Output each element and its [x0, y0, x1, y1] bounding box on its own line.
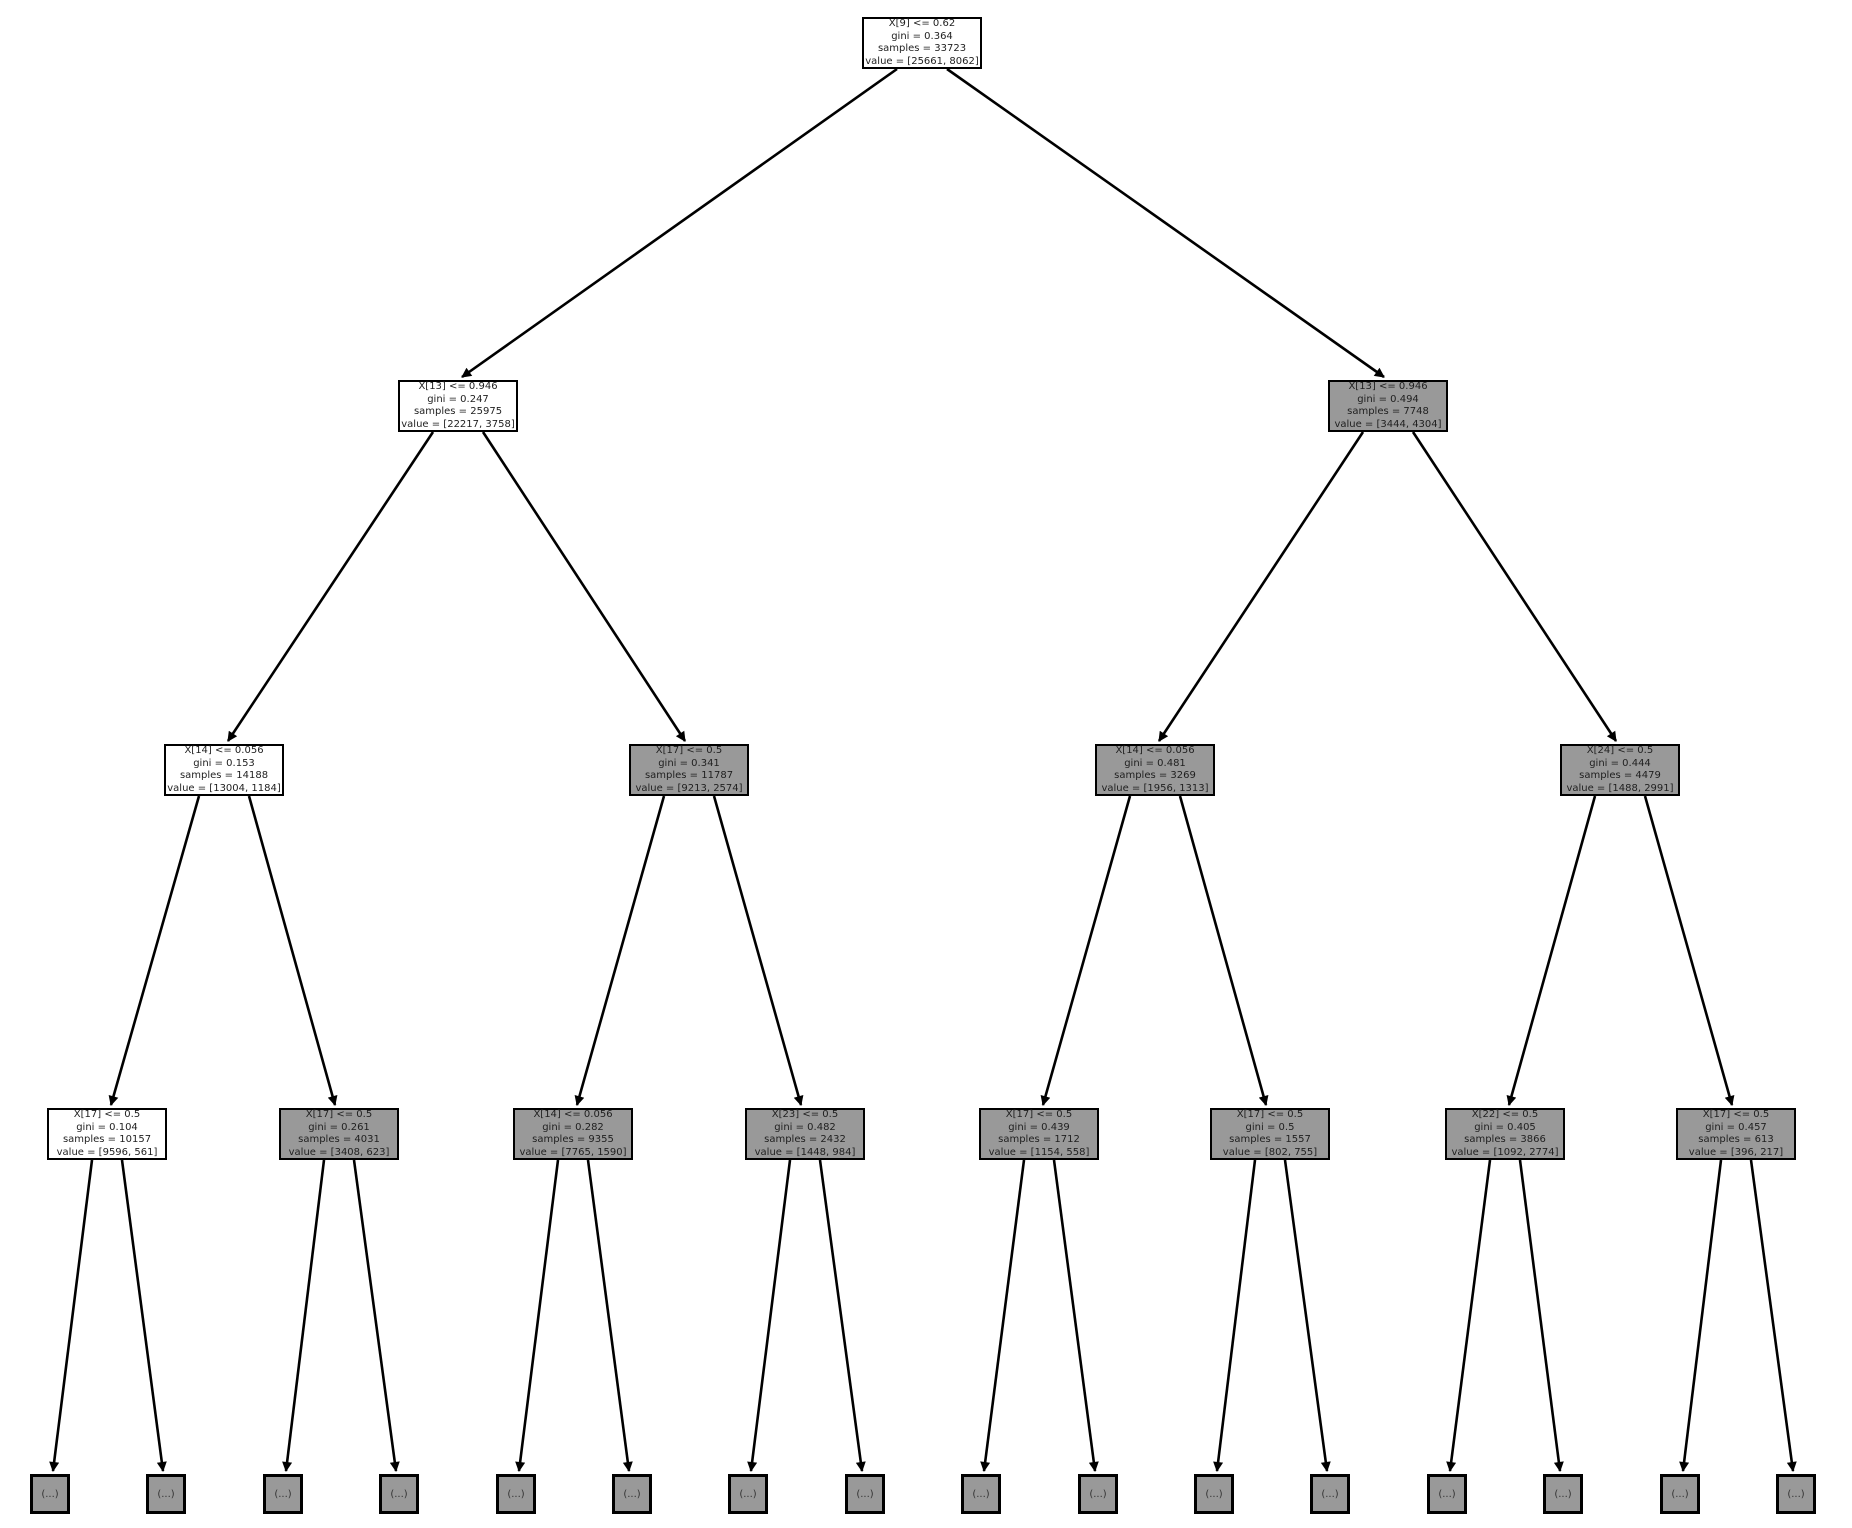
node-samples: samples = 7748 [1347, 406, 1429, 417]
node-samples: samples = 1557 [1229, 1134, 1311, 1145]
tree-node-d2-2: X[14] <= 0.056 gini = 0.481 samples = 32… [1095, 744, 1215, 796]
node-condition: X[17] <= 0.5 [1236, 1109, 1304, 1120]
node-gini: gini = 0.439 [1008, 1121, 1070, 1133]
leaf-node-2: (...) [263, 1474, 303, 1514]
node-samples: samples = 11787 [644, 770, 734, 781]
leaf-node-5: (...) [612, 1474, 652, 1514]
node-gini: gini = 0.261 [308, 1121, 370, 1133]
node-value: value = [396, 217] [1688, 1146, 1784, 1158]
node-condition: X[14] <= 0.056 [533, 1109, 613, 1120]
node-gini: gini = 0.364 [891, 30, 953, 42]
node-condition: X[17] <= 0.5 [655, 745, 723, 756]
node-condition: X[24] <= 0.5 [1586, 745, 1654, 756]
leaf-node-0: (...) [30, 1474, 70, 1514]
leaf-node-15: (...) [1776, 1474, 1816, 1514]
leaf-node-4: (...) [496, 1474, 536, 1514]
node-samples: samples = 4479 [1579, 770, 1661, 781]
node-condition: X[23] <= 0.5 [771, 1109, 839, 1120]
node-gini: gini = 0.341 [658, 757, 720, 769]
tree-node-d1-1: X[13] <= 0.946 gini = 0.494 samples = 77… [1328, 380, 1448, 432]
node-samples: samples = 4031 [298, 1134, 380, 1145]
node-gini: gini = 0.457 [1705, 1121, 1767, 1133]
node-value: value = [25661, 8062] [865, 55, 979, 67]
node-condition: X[13] <= 0.946 [418, 381, 498, 392]
node-samples: samples = 14188 [179, 770, 269, 781]
node-gini: gini = 0.104 [76, 1121, 138, 1133]
leaf-node-6: (...) [728, 1474, 768, 1514]
node-samples: samples = 25975 [413, 406, 503, 417]
leaf-node-7: (...) [845, 1474, 885, 1514]
tree-node-d3-2: X[14] <= 0.056 gini = 0.282 samples = 93… [513, 1108, 633, 1160]
node-value: value = [9596, 561] [56, 1146, 158, 1158]
node-samples: samples = 2432 [764, 1134, 846, 1145]
node-samples: samples = 9355 [532, 1134, 614, 1145]
tree-node-d3-6: X[22] <= 0.5 gini = 0.405 samples = 3866… [1445, 1108, 1565, 1160]
tree-node-d3-5: X[17] <= 0.5 gini = 0.5 samples = 1557 v… [1210, 1108, 1330, 1160]
node-gini: gini = 0.405 [1474, 1121, 1536, 1133]
node-condition: X[9] <= 0.62 [888, 18, 956, 29]
node-gini: gini = 0.282 [542, 1121, 604, 1133]
node-condition: X[17] <= 0.5 [73, 1109, 141, 1120]
node-value: value = [1092, 2774] [1451, 1146, 1559, 1158]
node-gini: gini = 0.494 [1357, 393, 1419, 405]
leaf-node-11: (...) [1310, 1474, 1350, 1514]
node-value: value = [1488, 2991] [1566, 782, 1674, 794]
node-condition: X[13] <= 0.946 [1348, 381, 1428, 392]
tree-node-d3-3: X[23] <= 0.5 gini = 0.482 samples = 2432… [745, 1108, 865, 1160]
node-value: value = [1448, 984] [754, 1146, 856, 1158]
tree-node-d2-0: X[14] <= 0.056 gini = 0.153 samples = 14… [164, 744, 284, 796]
leaf-node-13: (...) [1543, 1474, 1583, 1514]
tree-node-d3-1: X[17] <= 0.5 gini = 0.261 samples = 4031… [279, 1108, 399, 1160]
leaf-node-8: (...) [961, 1474, 1001, 1514]
node-value: value = [3408, 623] [288, 1146, 390, 1158]
node-value: value = [22217, 3758] [401, 418, 515, 430]
node-samples: samples = 33723 [877, 43, 967, 54]
node-value: value = [7765, 1590] [519, 1146, 627, 1158]
node-gini: gini = 0.247 [427, 393, 489, 405]
tree-node-d3-0: X[17] <= 0.5 gini = 0.104 samples = 1015… [47, 1108, 167, 1160]
node-condition: X[22] <= 0.5 [1471, 1109, 1539, 1120]
node-samples: samples = 10157 [62, 1134, 152, 1145]
node-samples: samples = 613 [1698, 1134, 1774, 1145]
node-value: value = [13004, 1184] [167, 782, 281, 794]
node-condition: X[14] <= 0.056 [184, 745, 264, 756]
node-value: value = [1956, 1313] [1101, 782, 1209, 794]
tree-node-root: X[9] <= 0.62 gini = 0.364 samples = 3372… [862, 17, 982, 69]
node-gini: gini = 0.482 [774, 1121, 836, 1133]
node-condition: X[17] <= 0.5 [1005, 1109, 1073, 1120]
leaf-node-12: (...) [1427, 1474, 1467, 1514]
node-value: value = [3444, 4304] [1334, 418, 1442, 430]
node-samples: samples = 1712 [998, 1134, 1080, 1145]
node-samples: samples = 3269 [1114, 770, 1196, 781]
leaf-node-10: (...) [1194, 1474, 1234, 1514]
node-value: value = [9213, 2574] [635, 782, 743, 794]
leaf-node-1: (...) [146, 1474, 186, 1514]
node-gini: gini = 0.444 [1589, 757, 1651, 769]
node-gini: gini = 0.153 [193, 757, 255, 769]
leaf-node-14: (...) [1660, 1474, 1700, 1514]
tree-node-d3-7: X[17] <= 0.5 gini = 0.457 samples = 613 … [1676, 1108, 1796, 1160]
node-condition: X[17] <= 0.5 [305, 1109, 373, 1120]
node-gini: gini = 0.5 [1245, 1121, 1295, 1133]
tree-node-d3-4: X[17] <= 0.5 gini = 0.439 samples = 1712… [979, 1108, 1099, 1160]
tree-node-d1-0: X[13] <= 0.946 gini = 0.247 samples = 25… [398, 380, 518, 432]
node-gini: gini = 0.481 [1124, 757, 1186, 769]
node-samples: samples = 3866 [1464, 1134, 1546, 1145]
node-condition: X[17] <= 0.5 [1702, 1109, 1770, 1120]
node-value: value = [802, 755] [1222, 1146, 1318, 1158]
tree-node-d2-1: X[17] <= 0.5 gini = 0.341 samples = 1178… [629, 744, 749, 796]
node-value: value = [1154, 558] [988, 1146, 1090, 1158]
node-condition: X[14] <= 0.056 [1115, 745, 1195, 756]
leaf-node-9: (...) [1078, 1474, 1118, 1514]
tree-node-d2-3: X[24] <= 0.5 gini = 0.444 samples = 4479… [1560, 744, 1680, 796]
leaf-node-3: (...) [379, 1474, 419, 1514]
